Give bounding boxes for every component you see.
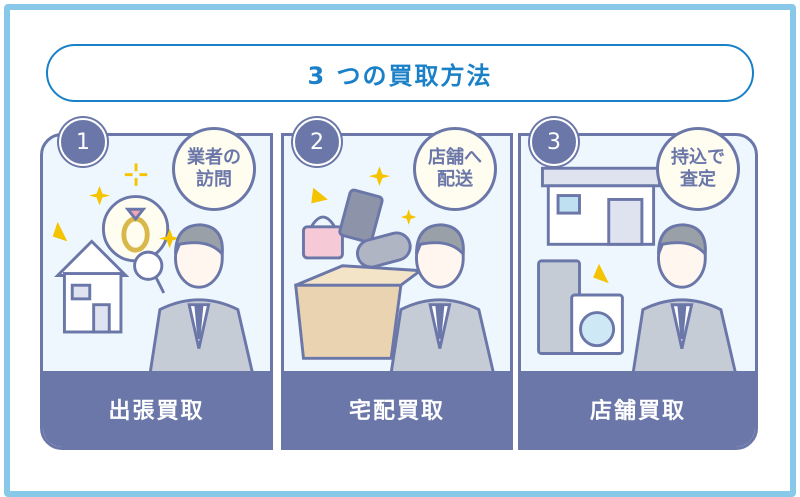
page-title: 3 つの買取方法	[46, 44, 754, 102]
staff-man-illustration	[631, 223, 738, 375]
magnifier-icon	[133, 250, 166, 294]
method-label: 出張買取	[43, 371, 270, 447]
house-icon	[54, 239, 130, 334]
step-number-badge: 3	[530, 118, 578, 166]
bubble-text: 査定	[680, 169, 716, 190]
staff-man-illustration	[389, 223, 496, 375]
bubble-text: 配送	[437, 169, 473, 190]
cardboard-box-icon	[294, 264, 425, 360]
sparkle-icon	[593, 263, 609, 284]
store-illustration	[537, 166, 738, 375]
delivery-illustration	[294, 166, 496, 375]
tablet-icon	[338, 188, 384, 244]
washing-machine-icon	[570, 293, 624, 355]
sparkle-icon	[52, 163, 181, 249]
bubble-text: 訪問	[196, 169, 232, 190]
speech-bubble: 店舗へ 配送	[413, 127, 497, 211]
shop-building-icon	[540, 166, 661, 246]
game-controller-icon	[356, 231, 412, 269]
step-number-badge: 2	[293, 118, 341, 166]
sparkle-icon	[311, 166, 417, 225]
speech-bubble: 持込で 査定	[656, 127, 740, 211]
home-visit-illustration	[52, 163, 255, 375]
ring-icon	[101, 195, 170, 263]
handbag-icon	[302, 215, 344, 260]
speech-bubble: 業者の 訪問	[172, 127, 256, 211]
bubble-text: 業者の	[187, 147, 241, 168]
method-label: 宅配買取	[284, 371, 510, 447]
step-number-badge: 1	[59, 118, 107, 166]
method-label: 店舗買取	[521, 371, 755, 447]
staff-man-illustration	[148, 223, 255, 375]
bubble-text: 店舗へ	[428, 147, 482, 168]
bubble-text: 持込で	[671, 147, 725, 168]
